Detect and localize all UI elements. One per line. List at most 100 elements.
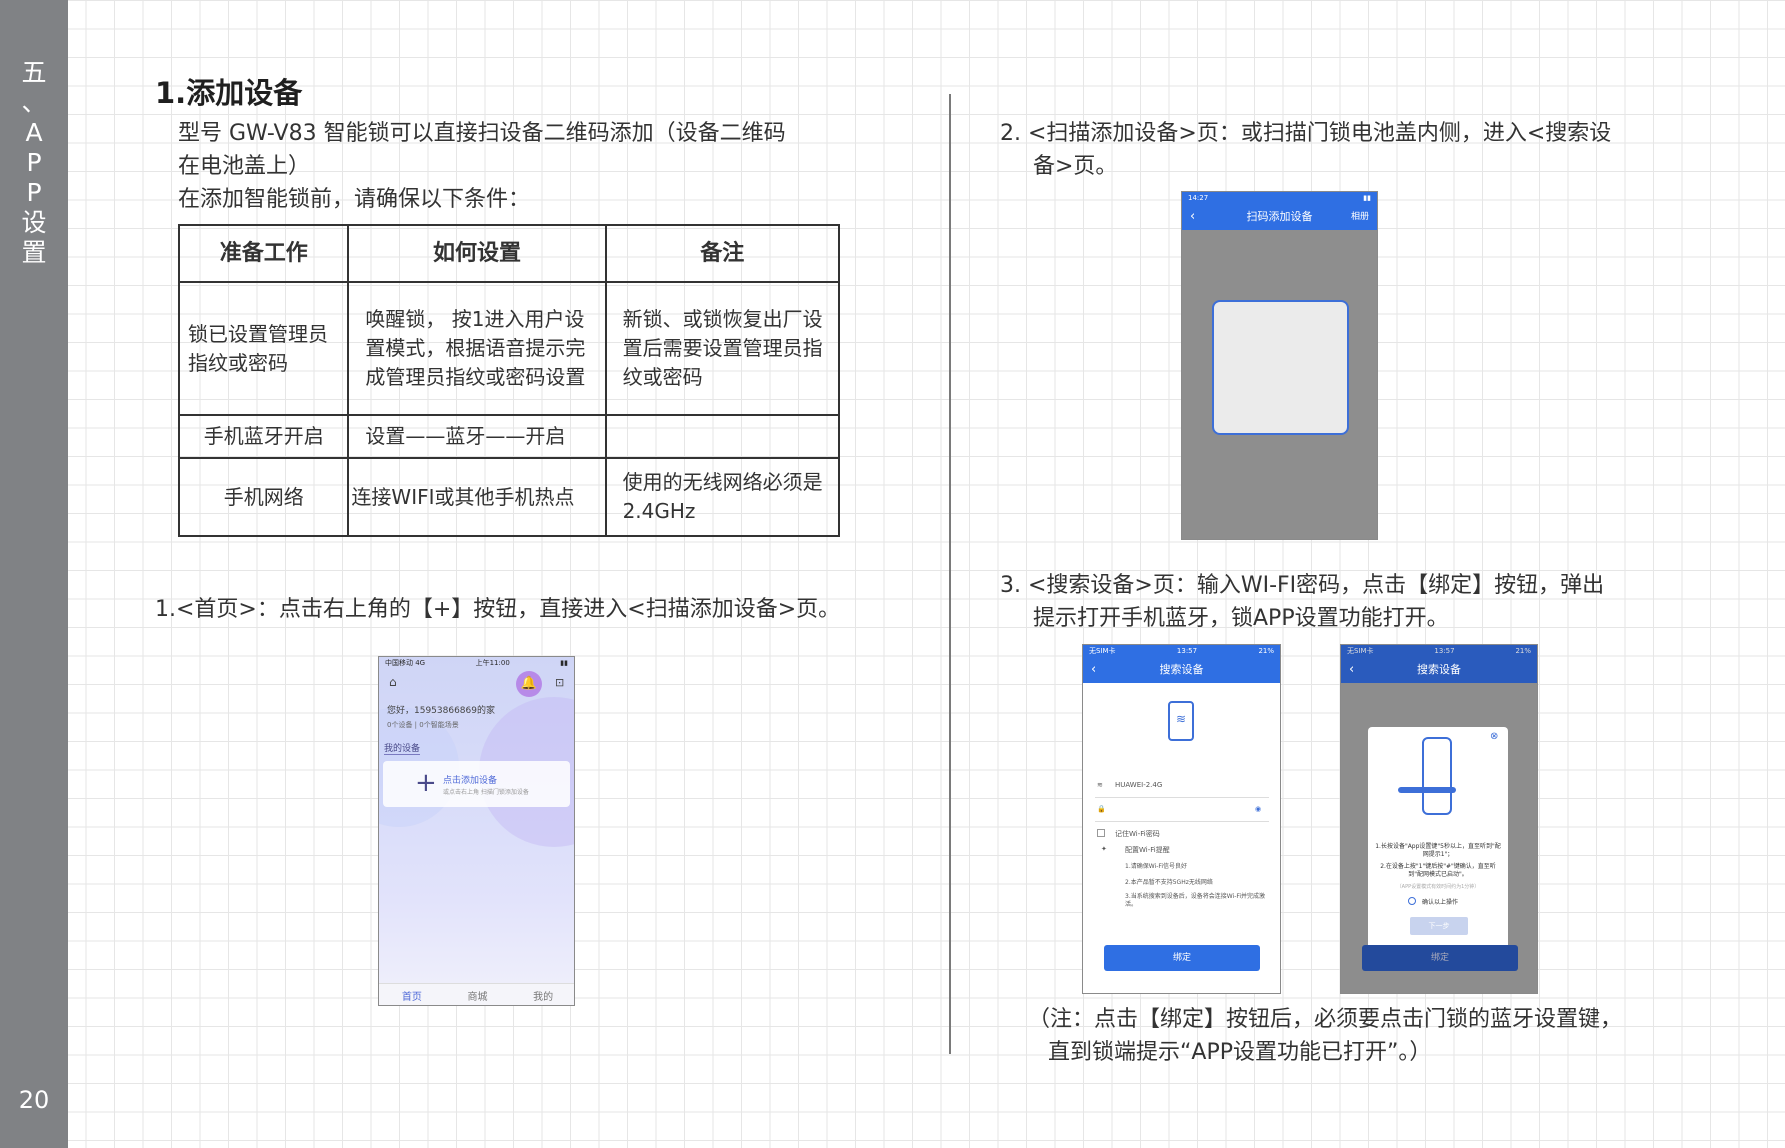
chapter-char: 设 xyxy=(21,208,47,237)
table-cell: 连接WIFI或其他手机热点 xyxy=(347,457,607,537)
underline xyxy=(1095,797,1269,798)
table-cell: 手机网络 xyxy=(177,457,350,537)
battery: 21% xyxy=(1258,647,1274,655)
intro-line: 在电池盖上） xyxy=(178,154,311,179)
screen-title: 搜索设备 xyxy=(1159,663,1204,676)
note-line: 直到锁端提示“APP设置功能已打开”。） xyxy=(1048,1040,1432,1065)
tab-home[interactable]: 首页 xyxy=(401,992,422,1003)
battery-icon: ▮▮ xyxy=(1363,194,1371,202)
status-bar: 14:27 ▮▮ xyxy=(1182,192,1377,204)
underline xyxy=(1095,821,1269,822)
screen-title: 搜索设备 xyxy=(1417,663,1461,676)
clock: 13:57 xyxy=(1434,647,1455,655)
status-bar: 无SIM卡 13:57 21% xyxy=(1083,645,1280,657)
search-modal-screenshot: 无SIM卡 13:57 21% ‹ 搜索设备 ⊗ 1.长按设备"App设置键"5… xyxy=(1340,644,1538,994)
clock: 上午11:00 xyxy=(475,659,510,667)
chapter-char: 、 xyxy=(21,88,47,117)
table-cell: 手机蓝牙开启 xyxy=(177,414,350,459)
chapter-char: 五 xyxy=(21,58,47,87)
clock: 13:57 xyxy=(1176,647,1198,655)
step-3-line: 提示打开手机蓝牙，锁APP设置功能打开。 xyxy=(1033,606,1449,631)
chapter-title: 五 、 A P P 设 置 xyxy=(0,58,68,268)
intro-line: 在添加智能锁前，请确保以下条件： xyxy=(178,187,531,212)
table-header-row: 准备工作 如何设置 备注 xyxy=(177,224,841,283)
modal-step: 1.长按设备"App设置键"5秒以上，直至听到"配网提示1"； xyxy=(1375,843,1501,858)
app-bar: ‹ 搜索设备 xyxy=(1341,657,1537,683)
table-cell xyxy=(604,414,841,459)
table-header: 备注 xyxy=(604,224,841,283)
carrier: 中国移动 4G xyxy=(385,659,426,667)
bind-button[interactable]: 绑定 xyxy=(1362,945,1518,971)
home-stats: 0个设备 | 0个智能场景 xyxy=(387,721,459,729)
bell-icon[interactable]: 🔔 xyxy=(516,671,542,697)
album-button[interactable]: 相册 xyxy=(1350,212,1369,222)
home-icon[interactable]: ⌂ xyxy=(389,675,397,689)
table-row: 锁已设置管理员指纹或密码 唤醒锁， 按1进入用户设置模式，根据语音提示完成管理员… xyxy=(177,281,841,416)
app-bar: ‹ 搜索设备 xyxy=(1083,657,1280,683)
screen-title: 扫码添加设备 xyxy=(1246,210,1313,223)
table-cell: 设置——蓝牙——开启 xyxy=(347,414,607,459)
back-icon[interactable]: ‹ xyxy=(1190,209,1196,224)
remember-checkbox[interactable] xyxy=(1097,829,1105,837)
back-icon[interactable]: ‹ xyxy=(1349,662,1355,677)
lock-illustration-icon xyxy=(1422,737,1452,815)
chapter-char: 置 xyxy=(21,238,47,267)
app-bar: ‹ 扫码添加设备 相册 xyxy=(1182,204,1377,230)
bind-button[interactable]: 绑定 xyxy=(1104,945,1260,971)
remember-label: 记住Wi-Fi密码 xyxy=(1115,830,1160,838)
greeting: 您好，15953866869的家 xyxy=(387,706,495,716)
table-header: 准备工作 xyxy=(177,224,350,283)
step-2-line: 备>页。 xyxy=(1033,154,1118,179)
close-icon[interactable]: ⊗ xyxy=(1490,731,1499,742)
table-cell: 使用的无线网络必须是2.4GHz xyxy=(604,457,841,537)
step-1-text: 1.<首页>：点击右上角的【+】按钮，直接进入<扫描添加设备>页。 xyxy=(155,597,841,622)
chapter-char: P xyxy=(26,178,42,207)
preparation-table: 准备工作 如何设置 备注 锁已设置管理员指纹或密码 唤醒锁， 按1进入用户设置模… xyxy=(177,224,841,537)
scan-icon[interactable]: ⊡ xyxy=(555,676,565,689)
scan-frame xyxy=(1212,300,1349,435)
section-title: 1.添加设备 xyxy=(155,76,303,110)
eye-icon[interactable]: ◉ xyxy=(1255,805,1262,813)
carrier: 无SIM卡 xyxy=(1089,647,1116,655)
scan-screen-screenshot: 14:27 ▮▮ ‹ 扫码添加设备 相册 xyxy=(1181,191,1378,540)
status-bar: 中国移动 4G 上午11:00 ▮▮ xyxy=(379,657,574,669)
wifi-icon: ≋ xyxy=(1097,781,1103,789)
table-header: 如何设置 xyxy=(347,224,607,283)
bluetooth-modal: ⊗ 1.长按设备"App设置键"5秒以上，直至听到"配网提示1"； 2.在设备上… xyxy=(1368,727,1508,949)
carrier: 无SIM卡 xyxy=(1347,647,1374,655)
add-device-card[interactable]: + 点击添加设备 或点击右上角 扫描门锁添加设备 xyxy=(383,761,570,807)
wifi-name: HUAWEI-2.4G xyxy=(1115,781,1163,789)
battery-icon: ▮▮ xyxy=(560,659,568,667)
tip-item: 2.本产品暂不支持5GHz无线网络 xyxy=(1125,879,1213,886)
step-2-line: 2. <扫描添加设备>页：或扫描门锁电池盖内侧，进入<搜索设 xyxy=(1000,121,1612,146)
tab-mall[interactable]: 商城 xyxy=(467,992,488,1003)
tab-mine[interactable]: 我的 xyxy=(533,992,554,1003)
my-devices-tab[interactable]: 我的设备 xyxy=(384,741,421,755)
add-device-hint: 或点击右上角 扫描门锁添加设备 xyxy=(443,789,529,796)
page-number: 20 xyxy=(18,1086,50,1114)
confirm-label: 确认以上操作 xyxy=(1422,899,1459,906)
column-divider xyxy=(949,94,951,1054)
table-row: 手机网络 连接WIFI或其他手机热点 使用的无线网络必须是2.4GHz xyxy=(177,457,841,537)
tip-item: 1.请确保Wi-Fi信号良好 xyxy=(1125,863,1188,870)
note-line: （注：点击【绑定】按钮后，必须要点击门锁的蓝牙设置键， xyxy=(1028,1007,1623,1032)
battery: 21% xyxy=(1515,647,1531,655)
modal-note: （APP设置模式有效时间约为1分钟） xyxy=(1396,884,1480,890)
tip-item: 3.当系统搜索到设备后，设备将会连接Wi-Fi并完成激活。 xyxy=(1125,893,1266,908)
next-button[interactable]: 下一步 xyxy=(1410,917,1468,935)
back-icon[interactable]: ‹ xyxy=(1091,662,1097,677)
handle-illustration xyxy=(1398,787,1456,793)
password-input[interactable] xyxy=(1115,805,1245,817)
phone-wifi-icon: ≋ xyxy=(1168,701,1194,741)
table-cell: 新锁、或锁恢复出厂设置后需要设置管理员指纹或密码 xyxy=(604,281,841,416)
step-3-line: 3. <搜索设备>页：输入WI-FI密码，点击【绑定】按钮，弹出 xyxy=(1000,573,1605,598)
side-band xyxy=(0,0,68,1148)
tips-title: 配置Wi-Fi提醒 xyxy=(1125,846,1170,854)
intro-line: 型号 GW-V83 智能锁可以直接扫设备二维码添加（设备二维码 xyxy=(178,121,786,146)
table-cell: 锁已设置管理员指纹或密码 xyxy=(177,281,350,416)
bulb-icon: ✦ xyxy=(1101,845,1107,853)
clock: 14:27 xyxy=(1188,194,1209,202)
confirm-radio[interactable] xyxy=(1408,897,1416,905)
table-row: 手机蓝牙开启 设置——蓝牙——开启 xyxy=(177,414,841,459)
chapter-char: A xyxy=(25,118,43,147)
